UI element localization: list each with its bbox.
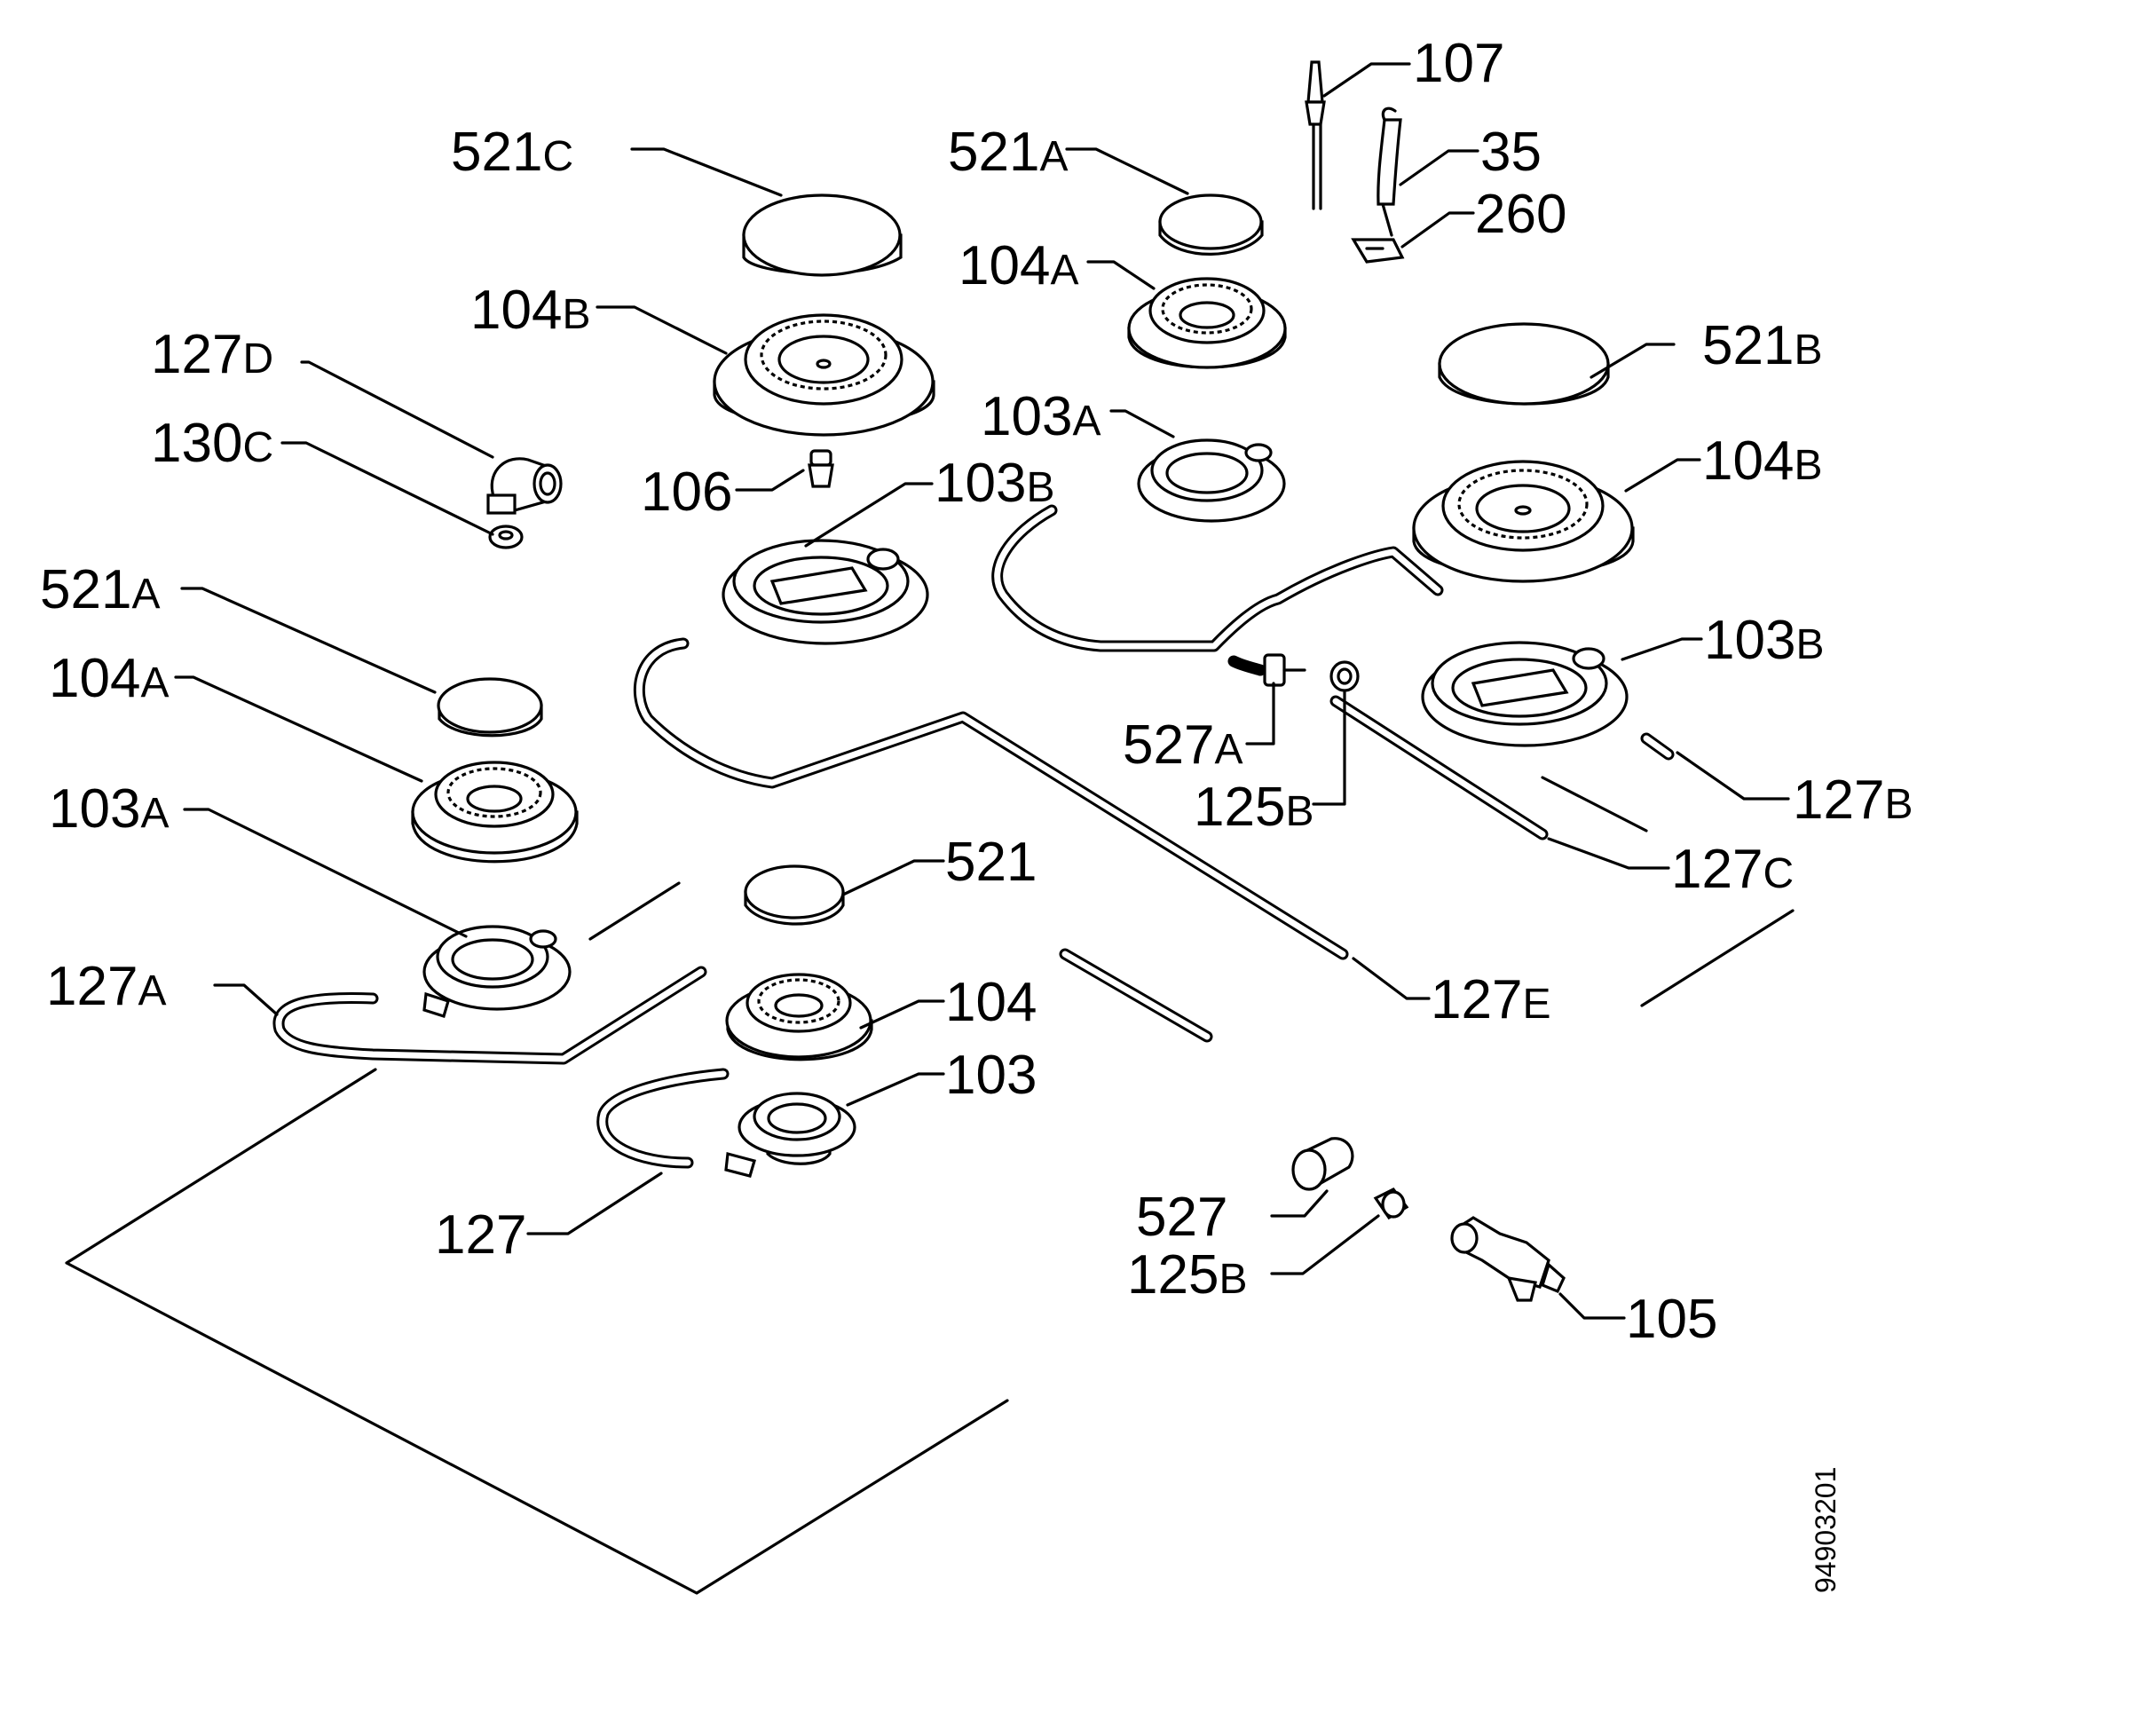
burner-crown-104b-right xyxy=(1412,460,1635,583)
label-521: 521 xyxy=(945,832,1037,893)
label-527a: 527A xyxy=(1123,714,1242,776)
electrode-107 xyxy=(1305,60,1326,210)
label-103b-mid: 103B xyxy=(935,453,1054,514)
cap-521a-top xyxy=(1158,193,1264,256)
burner-crown-104a-top xyxy=(1127,277,1287,369)
cap-521c xyxy=(742,193,903,277)
label-103a-left: 103A xyxy=(49,778,169,840)
label-103b-right: 103B xyxy=(1704,610,1824,671)
injector-125b-mid xyxy=(1329,660,1360,692)
clip-260 xyxy=(1351,238,1405,264)
label-521a-top: 521A xyxy=(948,122,1068,183)
gas-pipes xyxy=(272,504,1675,1169)
label-127d: 127D xyxy=(151,324,273,385)
label-521b: 521B xyxy=(1702,315,1822,376)
label-103: 103 xyxy=(945,1045,1037,1106)
washer-130c xyxy=(488,525,524,549)
cap-521b xyxy=(1438,322,1610,406)
burner-body-103 xyxy=(724,1092,856,1178)
label-35: 35 xyxy=(1480,122,1542,183)
hob-outline xyxy=(65,909,1795,1595)
label-107: 107 xyxy=(1413,33,1504,94)
label-127a: 127A xyxy=(46,956,166,1017)
label-527: 527 xyxy=(1136,1187,1227,1248)
label-127b: 127B xyxy=(1793,769,1913,831)
injector-106 xyxy=(808,449,834,488)
label-521c: 521C xyxy=(451,122,573,183)
burner-body-103a-top xyxy=(1137,438,1286,523)
label-104b-right: 104B xyxy=(1702,430,1822,492)
label-106: 106 xyxy=(641,462,732,523)
burner-crown-104a-left xyxy=(411,761,579,864)
label-130c: 130C xyxy=(151,413,273,474)
label-521a-left: 521A xyxy=(40,559,160,620)
drawing-code: 94903201 xyxy=(1810,1467,1842,1593)
label-125b-mid: 125B xyxy=(1194,777,1314,838)
label-104a-top: 104A xyxy=(958,235,1078,296)
label-104a-left: 104A xyxy=(49,648,169,709)
nut-527 xyxy=(1291,1137,1354,1191)
label-127c: 127C xyxy=(1671,839,1794,900)
burner-crown-104b-top xyxy=(713,313,935,437)
nut-527a xyxy=(1263,653,1306,687)
injector-125b-bottom xyxy=(1373,1187,1409,1220)
cap-521a-left xyxy=(437,677,543,738)
label-125b-bottom: 125B xyxy=(1127,1244,1247,1306)
thermocouple-35 xyxy=(1377,107,1402,237)
burner-body-103b-right xyxy=(1421,641,1629,747)
cap-521 xyxy=(744,864,845,926)
valve-105 xyxy=(1450,1216,1566,1302)
elbow-127d xyxy=(486,457,563,515)
label-105: 105 xyxy=(1626,1289,1717,1350)
callout-labels: 107 35 260 521C 521A 104B 104A 127D 521B… xyxy=(40,33,1913,1593)
burner-body-103a-left xyxy=(422,925,572,1019)
label-127: 127 xyxy=(435,1204,526,1266)
burner-body-103b-mid xyxy=(722,539,929,645)
burner-crown-104 xyxy=(725,973,873,1061)
label-104: 104 xyxy=(945,972,1037,1033)
label-104b-top: 104B xyxy=(470,280,590,341)
leader-lines xyxy=(174,62,1790,1320)
label-260: 260 xyxy=(1475,184,1566,245)
label-127e: 127E xyxy=(1431,969,1550,1030)
label-103a-top: 103A xyxy=(981,386,1100,447)
